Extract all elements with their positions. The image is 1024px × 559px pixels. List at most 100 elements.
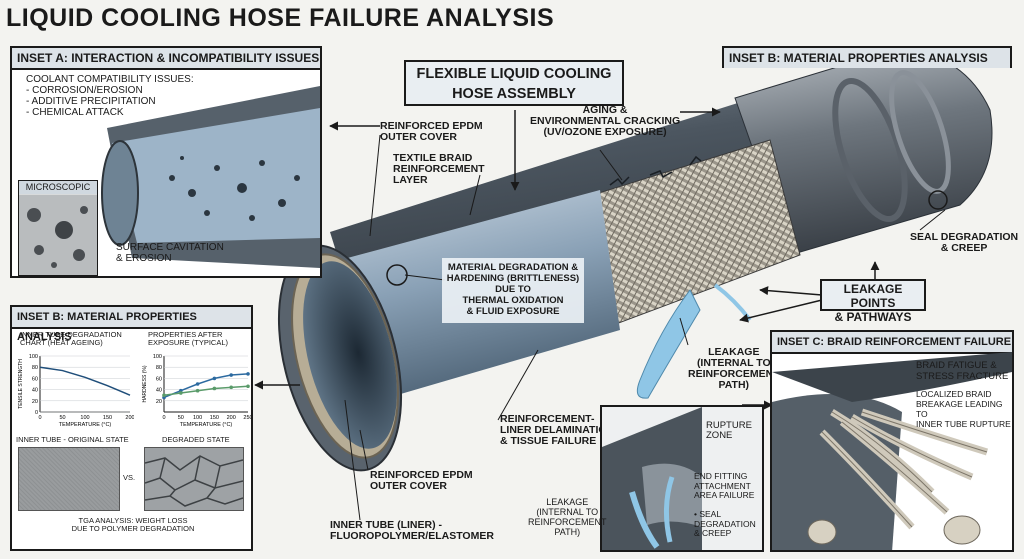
y-tick-label: 40 (156, 388, 162, 394)
y-axis-label: TENSILE STRENGTH (18, 359, 24, 409)
y-tick-label: 80 (156, 365, 162, 371)
x-tick-label: 100 (193, 415, 202, 421)
x-tick-label: 150 (103, 415, 112, 421)
y-tick-label: 100 (29, 354, 38, 360)
leader-aging (599, 149, 623, 181)
y-tick-label: 0 (35, 410, 38, 416)
x-tick-label: 0 (162, 415, 165, 421)
label-end-fitting: END FITTING ATTACHMENT AREA FAILURE (694, 471, 755, 500)
inset-b-top-panel: INSET B: MATERIAL PROPERTIES ANALYSIS (722, 46, 1012, 68)
chart1-title: INNER TUBE DEGRADATION CHART (HEAT AGEIN… (20, 330, 122, 347)
leader-outer-bottom (359, 429, 369, 471)
leakage-points-callout: LEAKAGE POINTS & PATHWAYS (820, 279, 926, 324)
y-tick-label: 60 (32, 376, 38, 382)
fitting-ring (832, 77, 908, 223)
inset-c-panel: INSET C: BRAID REINFORCEMENT FAILURE BRA… (770, 330, 1014, 552)
label-inner-tube: INNER TUBE (LINER) - FLUOROPOLYMER/ELAST… (330, 519, 494, 542)
leader-inner (344, 399, 361, 521)
tga-analysis: TGA ANALYSIS: WEIGHT LOSS DUE TO POLYMER… (71, 516, 195, 533)
inset-c-localized: LOCALIZED BRAID BREAKAGE leading to INNE… (916, 389, 1011, 429)
degraded-state-image (144, 447, 244, 511)
rupture-inset-panel: RUPTURE ZONE END FITTING ATTACHMENT AREA… (600, 405, 764, 552)
leader-braid (469, 174, 481, 216)
page-title: LIQUID COOLING HOSE FAILURE ANALYSIS (6, 4, 555, 32)
seal-marker (928, 190, 948, 210)
inset-c-fatigue: BRAID FATIGUE & STRESS FRACTURE (916, 360, 1009, 382)
inset-a-pipe (101, 86, 320, 268)
hose-opening-inner (303, 261, 397, 449)
label-leakage-main: LEAKAGE (INTERNAL TO REINFORCEMENT PATH) (688, 346, 780, 391)
inset-b-panel: INSET B: MATERIAL PROPERTIES ANALYSIS IN… (10, 305, 253, 551)
inset-a-panel: INSET A: INTERACTION & INCOMPATIBILITY I… (10, 46, 322, 278)
data-point (229, 385, 233, 390)
x-tick-label: 0 (38, 415, 41, 421)
inset-b-title: INSET B: MATERIAL PROPERTIES ANALYSIS (12, 307, 251, 343)
label-delamination: REINFORCEMENT- LINER DELAMINATION & TISS… (500, 413, 615, 447)
leader-leakage-2 (739, 299, 823, 323)
data-point (246, 372, 250, 376)
data-point (212, 386, 217, 391)
inset-a-title: INSET A: INTERACTION & INCOMPATIBILITY I… (12, 48, 320, 70)
leader-seal (919, 209, 946, 231)
series-line-0 (163, 373, 249, 399)
x-tick-label: 150 (210, 415, 219, 421)
y-tick-label: 20 (32, 399, 38, 405)
leader-leakage-1 (759, 286, 823, 296)
original-state-label: INNER TUBE - ORIGINAL STATE (16, 435, 129, 444)
y-tick-label: 20 (156, 399, 162, 405)
inset-b-top-title: INSET B: MATERIAL PROPERTIES ANALYSIS (724, 48, 1010, 68)
label-reinforced-outer-bottom: REINFORCED EPDM OUTER COVER (370, 469, 473, 492)
y-tick-label: 100 (153, 354, 162, 360)
inset-a-issues: COOLANT COMPATIBILITY ISSUES: - CORROSIO… (26, 74, 194, 118)
data-point (246, 384, 250, 389)
leader-outer (369, 134, 381, 237)
label-seal-degradation: SEAL DEGRADATION & CREEP (910, 231, 1019, 254)
x-axis-label: TEMPERATURE (°C) (59, 422, 112, 428)
rupture-illustration (602, 407, 702, 550)
label-leakage-small: LEAKAGE (INTERNAL TO REINFORCEMENT PATH) (528, 497, 607, 537)
label-aging: AGING & ENVIRONMENTAL CRACKING (UV/OZONE… (530, 104, 681, 138)
label-rupture-zone: RUPTURE ZONE (706, 420, 752, 441)
label-textile-braid: TEXTILE BRAID REINFORCEMENT LAYER (393, 152, 485, 186)
x-tick-label: 200 (125, 415, 134, 421)
y-tick-label: 60 (156, 376, 162, 382)
data-point (179, 391, 183, 395)
label-reinforced-outer-top: REINFORCED EPDM OUTER COVER (380, 120, 483, 143)
microscopic-texture (19, 195, 97, 275)
x-tick-label: 50 (178, 415, 184, 421)
data-point (229, 373, 233, 377)
data-point (195, 388, 200, 393)
y-tick-label: 40 (32, 388, 38, 394)
leader-leakage-main (679, 317, 689, 346)
x-tick-label: 50 (59, 415, 65, 421)
x-axis-label: TEMPERATURE (°C) (180, 422, 233, 428)
microscopic-view: MICROSCOPIC VIEW (18, 180, 98, 276)
series-line-1 (163, 385, 249, 396)
leader-delam (497, 349, 539, 421)
data-point (162, 393, 166, 397)
leak-spray (636, 289, 701, 399)
vs-label: VS. (123, 473, 136, 482)
data-point (212, 376, 217, 381)
chart2-title: PROPERTIES AFTER EXPOSURE (TYPICAL) (148, 330, 229, 347)
microscopic-view-label: MICROSCOPIC VIEW (19, 181, 97, 205)
y-tick-label: 80 (32, 365, 38, 371)
ozone-cracks (609, 155, 702, 186)
series-line-0 (39, 366, 131, 396)
label-seal-small: • SEAL DEGRADATION & CREEP (694, 509, 756, 538)
label-material-degradation: MATERIAL DEGRADATION & HARDENING (BRITTL… (442, 258, 584, 323)
main-assembly-callout: FLEXIBLE LIQUID COOLING HOSE ASSEMBLY (404, 60, 624, 106)
inset-c-title: INSET C: BRAID REINFORCEMENT FAILURE (772, 332, 1012, 354)
y-axis-label: HARDNESS (%) (142, 365, 148, 402)
original-state-image (18, 447, 120, 511)
inset-c-braid-illustration (772, 352, 1012, 550)
x-tick-label: 200 (227, 415, 236, 421)
leader-degradation (404, 274, 446, 281)
data-point (195, 382, 200, 386)
inset-a-cavitation: SURFACE CAVITATION & EROSION (116, 242, 224, 264)
x-tick-label: 100 (80, 415, 89, 421)
x-tick-label: 250 (243, 415, 252, 421)
